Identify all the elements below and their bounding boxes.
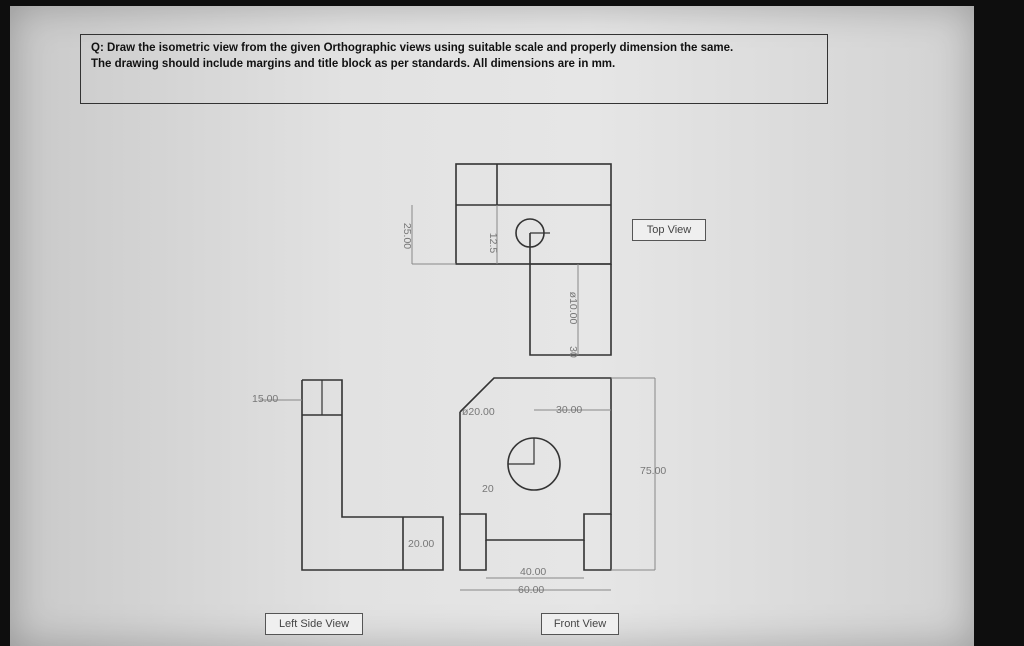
- dim-top-dia10: ø10.00: [567, 292, 579, 325]
- front-view-foot-right: [583, 514, 612, 571]
- dim-front-60: 60.00: [518, 584, 544, 596]
- dim-front-75: 75.00: [640, 465, 666, 477]
- question-line-1: Q: Draw the isometric view from the give…: [91, 42, 734, 54]
- dim-top-12-5: 12.5: [487, 233, 499, 254]
- front-view: [459, 377, 612, 571]
- top-view-lower-block: [529, 233, 612, 356]
- dim-front-20: 20: [482, 483, 494, 495]
- left-side-view: [301, 379, 444, 571]
- dim-top-30: 30: [567, 346, 579, 358]
- dim-front-40: 40.00: [520, 566, 546, 578]
- top-view-outline: [455, 163, 612, 265]
- dim-top-25: 25.00: [401, 223, 413, 249]
- left-side-view-label: Left Side View: [265, 613, 363, 635]
- top-view-label: Top View: [632, 219, 706, 241]
- question-box: Q: Draw the isometric view from the give…: [80, 34, 828, 104]
- front-view-foot-left: [459, 514, 487, 571]
- dim-left-15: 15.00: [252, 393, 278, 405]
- dim-left-20: 20.00: [408, 538, 434, 550]
- question-line-2: The drawing should include margins and t…: [91, 58, 616, 70]
- left-view-outline: [301, 379, 444, 571]
- dim-front-dia20: ø20.00: [462, 406, 495, 418]
- top-view: [455, 163, 612, 356]
- front-view-outline: [459, 377, 612, 541]
- front-view-hole-leader: [508, 438, 535, 465]
- dim-front-30: 30.00: [556, 404, 582, 416]
- front-view-label: Front View: [541, 613, 619, 635]
